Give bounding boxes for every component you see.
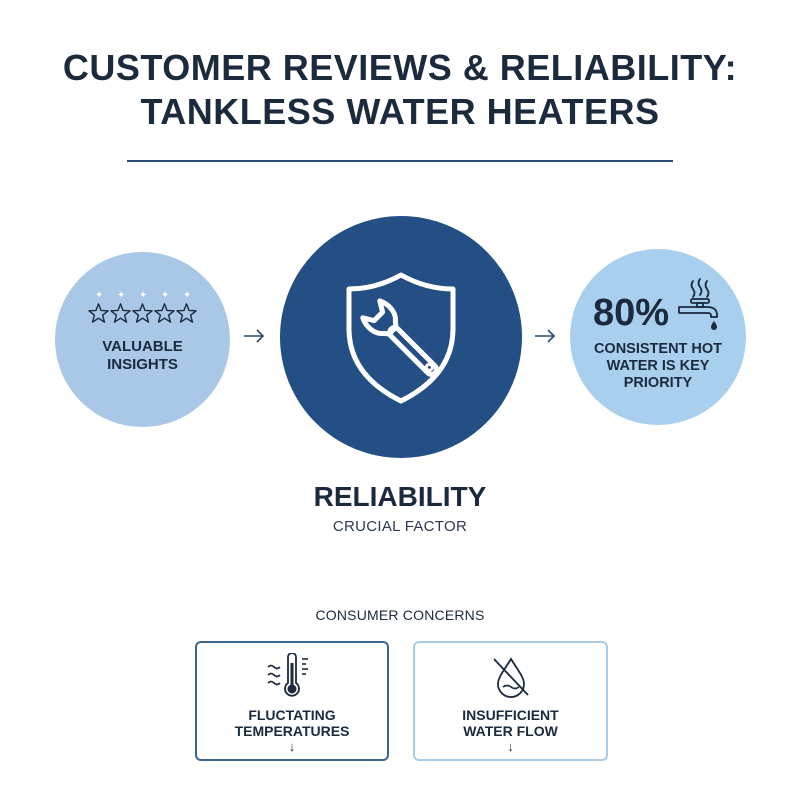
reliability-subtitle: CRUCIAL FACTOR: [332, 518, 468, 535]
stars-icon: ✦ ✦ ✦ ✦ ✦: [88, 290, 197, 323]
reliability-circle: [280, 216, 522, 458]
concern-card-temperature: FLUCTATING TEMPERATURES ↓: [195, 641, 389, 761]
arrow-right-icon: [244, 329, 265, 343]
insights-label-line1: VALUABLE: [102, 337, 183, 355]
star-icon: ✦: [176, 290, 197, 323]
concern-label-water-flow: INSUFFICIENT WATER FLOW: [462, 707, 558, 739]
concern-label-line1: INSUFFICIENT: [462, 707, 559, 723]
concern-card-water-flow: INSUFFICIENT WATER FLOW ↓: [413, 641, 608, 761]
arrow-right-icon: [535, 329, 556, 343]
concern-label-line2: WATER FLOW: [463, 723, 558, 739]
star-icon: ✦: [132, 290, 153, 323]
thermometer-icon: [267, 653, 308, 697]
priority-label: CONSISTENT HOT WATER IS KEY PRIORITY: [594, 341, 722, 392]
page-title-line2: TANKLESS WATER HEATERS: [140, 91, 660, 132]
page-title: CUSTOMER REVIEWS & RELIABILITY: TANKLESS…: [0, 46, 800, 134]
concern-label-line2: TEMPERATURES: [234, 723, 350, 739]
concerns-heading: CONSUMER CONCERNS: [315, 607, 485, 623]
arrow-down-icon: ↓: [507, 739, 514, 754]
priority-percent: 80%: [592, 291, 670, 334]
hot-water-circle: 80% CONSISTENT HOT WATER IS KEY PRIORITY: [570, 249, 746, 425]
priority-label-line3: PRIORITY: [623, 374, 693, 391]
title-divider: [127, 160, 673, 162]
priority-label-line2: WATER IS KEY: [606, 357, 710, 374]
hot-water-faucet-icon: [678, 277, 718, 330]
insights-label-line2: INSIGHTS: [107, 355, 178, 373]
concern-label-line1: FLUCTATING: [248, 707, 336, 723]
page-title-line1: CUSTOMER REVIEWS & RELIABILITY:: [62, 47, 738, 88]
insights-label: VALUABLE INSIGHTS: [102, 338, 183, 374]
arrow-down-icon: ↓: [288, 739, 296, 754]
concern-label-temperature: FLUCTATING TEMPERATURES: [235, 707, 350, 739]
no-water-drop-icon: [492, 657, 529, 698]
star-icon: ✦: [88, 290, 109, 323]
star-icon: ✦: [110, 290, 131, 323]
reliability-title: RELIABILITY: [313, 481, 487, 512]
star-icon: ✦: [154, 290, 175, 323]
shield-wrench-icon: [346, 272, 456, 404]
insights-circle: ✦ ✦ ✦ ✦ ✦ VALUABLE INSIGHTS: [55, 252, 230, 427]
priority-label-line1: CONSISTENT HOT: [593, 340, 723, 357]
